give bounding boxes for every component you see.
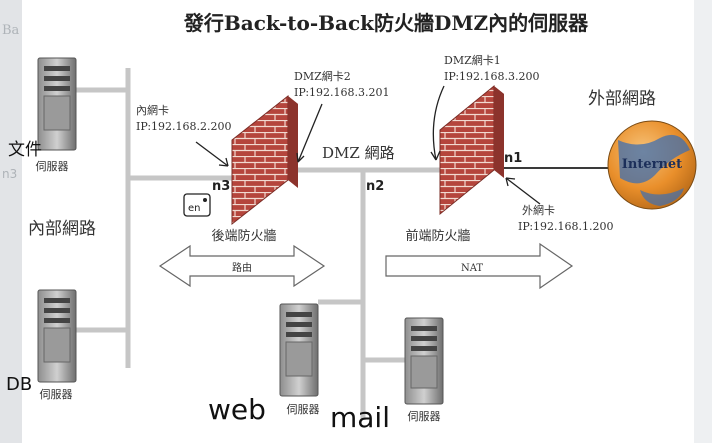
- front-firewall-caption: 前端防火牆: [405, 228, 470, 244]
- interface-n1: n1: [504, 151, 522, 166]
- internal-nic-pointer: [195, 141, 229, 167]
- ime-badge-icon[interactable]: [183, 193, 211, 217]
- external-nic-pointer: [505, 177, 541, 205]
- external-network-label: 外部網路: [588, 89, 656, 109]
- ghost-text-top: Ba: [2, 23, 20, 38]
- file-server-caption: 伺服器: [36, 160, 69, 173]
- internal-nic-ip: IP:192.168.2.200: [136, 120, 232, 133]
- external-nic-ip: IP:192.168.1.200: [518, 220, 614, 233]
- mail-server-icon: [404, 317, 444, 405]
- back-firewall: [231, 94, 298, 226]
- internal-nic-name: 內網卡: [136, 103, 169, 117]
- ime-badge-text: en: [188, 203, 201, 214]
- mail-server-overlay: mail: [330, 401, 390, 434]
- front-firewall: [439, 84, 504, 216]
- mail-server-caption: 伺服器: [408, 410, 441, 423]
- web-server-overlay: web: [208, 393, 266, 426]
- dmz-nic1-pointer: [432, 85, 445, 161]
- file-server-overlay: 文件: [8, 140, 42, 160]
- file-server-icon: [37, 57, 77, 151]
- right-margin: [694, 0, 712, 443]
- dmz-nic1-name: DMZ網卡1: [444, 53, 501, 67]
- interface-n2: n2: [366, 179, 384, 194]
- db-server-overlay: DB: [6, 374, 32, 395]
- dmz-nic2-ip: IP:192.168.3.201: [294, 86, 390, 99]
- web-server-caption: 伺服器: [287, 403, 320, 416]
- internet-label: Internet: [622, 157, 682, 172]
- nat-arrow: [385, 242, 574, 290]
- internal-network-label: 內部網路: [28, 219, 96, 239]
- left-margin: [0, 0, 22, 443]
- web-server-icon: [279, 303, 319, 397]
- diagram-panel: [22, 0, 694, 443]
- network-lines: [76, 68, 440, 420]
- back-firewall-caption: 後端防火牆: [211, 228, 276, 244]
- dmz-nic2-name: DMZ網卡2: [294, 69, 351, 83]
- ghost-text-mid: n3: [2, 167, 17, 181]
- external-nic-name: 外網卡: [522, 203, 555, 217]
- diagram-title: 發行Back-to-Back防火牆DMZ內的伺服器: [183, 11, 589, 35]
- routing-arrow: [158, 244, 326, 288]
- dmz-nic2-pointer: [297, 103, 323, 163]
- dmz-network-label: DMZ 網路: [322, 144, 395, 162]
- db-server-caption: 伺服器: [40, 388, 73, 401]
- internet-globe-icon: [607, 120, 697, 210]
- nic-pointers: [195, 85, 541, 205]
- interface-n3: n3: [212, 179, 230, 194]
- routing-label: 路由: [232, 261, 252, 274]
- dmz-nic1-ip: IP:192.168.3.200: [444, 70, 540, 83]
- nat-label: NAT: [461, 263, 483, 274]
- db-server-icon: [37, 289, 77, 383]
